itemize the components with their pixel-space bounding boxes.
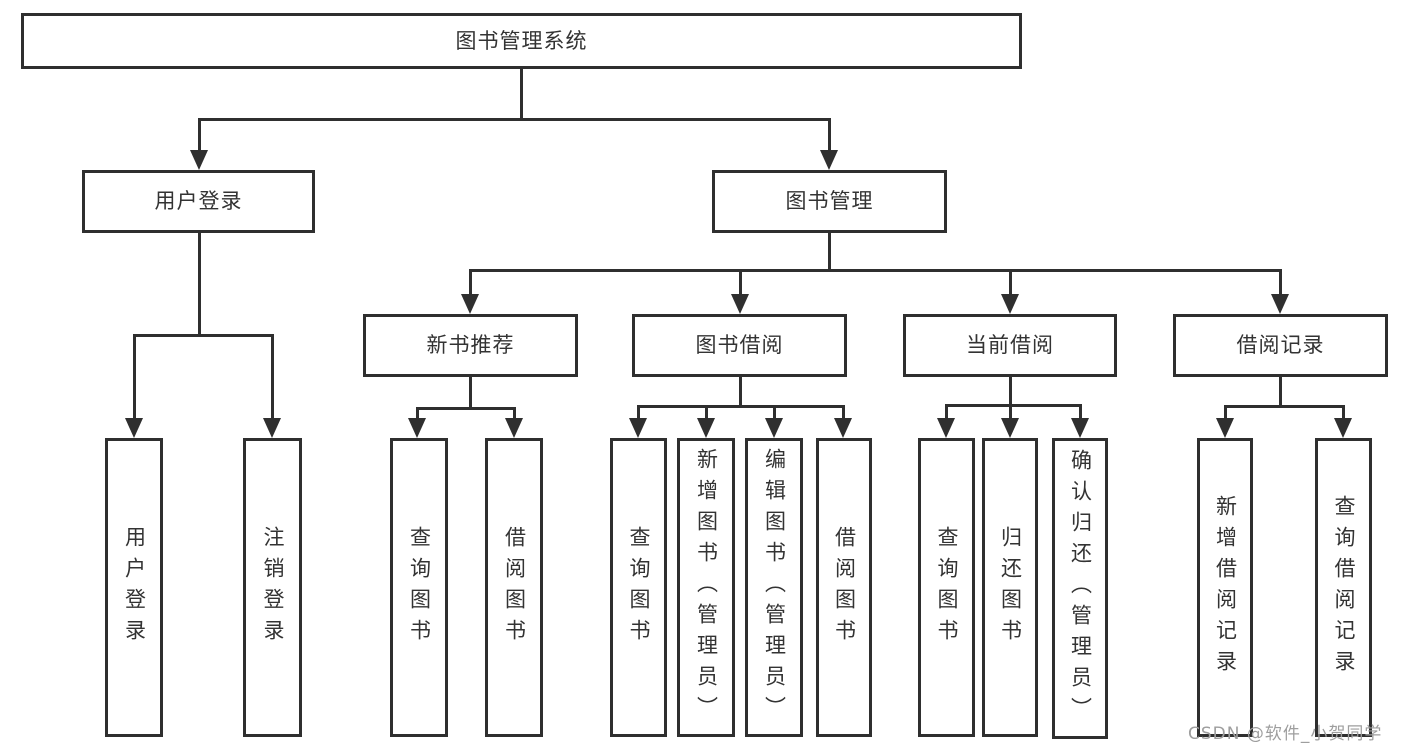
connector-line <box>1079 404 1082 420</box>
connector-line <box>1009 404 1012 420</box>
connector-line <box>842 405 845 420</box>
arrow-down-icon <box>408 418 426 438</box>
arrow-down-icon <box>697 418 715 438</box>
arrow-down-icon <box>1216 418 1234 438</box>
connector-line <box>1342 405 1345 420</box>
leaf-query-books-borrowing: 查询图书 <box>610 438 667 737</box>
node-label: 新书推荐 <box>426 333 515 357</box>
node-current-borrowing: 当前借阅 <box>903 314 1117 377</box>
arrow-down-icon <box>505 418 523 438</box>
arrow-down-icon <box>1001 418 1019 438</box>
connector-line <box>198 118 830 121</box>
leaf-edit-books-admin: 编辑图书（管理员） <box>745 438 803 737</box>
connector-line <box>1224 405 1227 420</box>
leaf-borrow-books-recommend: 借阅图书 <box>485 438 543 737</box>
leaf-user-login: 用户登录 <box>105 438 163 737</box>
node-user-login: 用户登录 <box>82 170 315 233</box>
node-label: 查询借阅记录 <box>1332 494 1356 681</box>
node-label: 借阅图书 <box>832 525 857 650</box>
leaf-confirm-return-admin: 确认归还（管理员） <box>1052 438 1108 739</box>
arrow-down-icon <box>1271 294 1289 314</box>
node-label: 新增图书（管理员） <box>694 448 719 727</box>
connector-line <box>1224 405 1345 408</box>
connector-line <box>416 407 419 420</box>
leaf-return-books: 归还图书 <box>982 438 1038 737</box>
leaf-query-borrow-record: 查询借阅记录 <box>1315 438 1372 737</box>
connector-line <box>739 269 742 296</box>
arrow-down-icon <box>190 150 208 170</box>
connector-line <box>828 233 831 272</box>
node-label: 编辑图书（管理员） <box>762 448 787 727</box>
node-label: 查询图书 <box>935 525 959 650</box>
connector-line <box>416 407 516 410</box>
node-label: 当前借阅 <box>966 333 1054 357</box>
connector-line <box>945 404 948 420</box>
connector-line <box>945 404 1082 407</box>
node-book-borrowing: 图书借阅 <box>632 314 847 377</box>
connector-line <box>133 334 274 337</box>
node-label: 图书管理 <box>785 189 874 213</box>
node-label: 图书借阅 <box>695 333 784 357</box>
arrow-down-icon <box>125 418 143 438</box>
connector-line <box>513 407 516 420</box>
node-label: 查询图书 <box>627 525 651 650</box>
node-label: 注销登录 <box>261 525 285 650</box>
connector-line <box>637 405 845 408</box>
node-label: 确认归还（管理员） <box>1068 449 1093 728</box>
leaf-logout: 注销登录 <box>243 438 302 737</box>
arrow-down-icon <box>937 418 955 438</box>
connector-line <box>469 269 1282 272</box>
connector-line <box>637 405 640 420</box>
connector-line <box>198 118 201 152</box>
leaf-add-borrow-record: 新增借阅记录 <box>1197 438 1253 737</box>
node-label: 查询图书 <box>407 525 432 650</box>
node-label: 用户登录 <box>122 525 147 650</box>
connector-line <box>1009 269 1012 296</box>
arrow-down-icon <box>1001 294 1019 314</box>
arrow-down-icon <box>461 294 479 314</box>
arrow-down-icon <box>263 418 281 438</box>
connector-line <box>198 233 201 336</box>
arrow-down-icon <box>1071 418 1089 438</box>
node-borrowing-records: 借阅记录 <box>1173 314 1388 377</box>
connector-line <box>1009 377 1012 407</box>
arrow-down-icon <box>731 294 749 314</box>
connector-line <box>520 69 523 121</box>
connector-line <box>773 405 776 420</box>
node-label: 归还图书 <box>998 525 1023 650</box>
arrow-down-icon <box>1334 418 1352 438</box>
watermark-text: CSDN @软件_小贺同学 <box>1188 724 1383 744</box>
connector-line <box>739 377 742 408</box>
arrow-down-icon <box>629 418 647 438</box>
arrow-down-icon <box>820 150 838 170</box>
connector-line <box>469 269 472 296</box>
arrow-down-icon <box>765 418 783 438</box>
node-new-book-recommend: 新书推荐 <box>363 314 578 377</box>
connector-line <box>1279 269 1282 296</box>
node-book-management: 图书管理 <box>712 170 947 233</box>
connector-line <box>828 118 831 152</box>
arrow-down-icon <box>834 418 852 438</box>
leaf-query-books-recommend: 查询图书 <box>390 438 448 737</box>
connector-line <box>1279 377 1282 408</box>
node-label: 借阅图书 <box>502 525 527 650</box>
connector-line <box>271 334 274 420</box>
leaf-query-books-current: 查询图书 <box>918 438 975 737</box>
connector-line <box>469 377 472 410</box>
connector-line <box>705 405 708 420</box>
leaf-borrow-books: 借阅图书 <box>816 438 872 737</box>
node-root-library-system: 图书管理系统 <box>21 13 1022 69</box>
node-label: 图书管理系统 <box>455 28 588 53</box>
leaf-add-books-admin: 新增图书（管理员） <box>677 438 735 737</box>
node-label: 新增借阅记录 <box>1213 494 1238 681</box>
node-label: 用户登录 <box>154 189 243 213</box>
connector-line <box>133 334 136 420</box>
node-label: 借阅记录 <box>1236 333 1325 357</box>
